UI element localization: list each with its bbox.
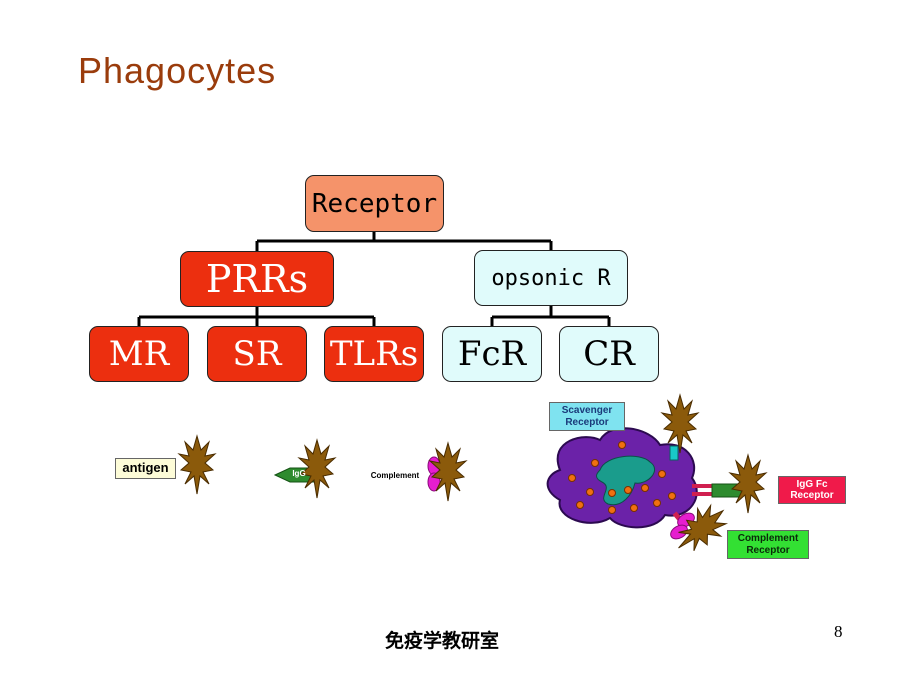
granule-dots — [568, 441, 676, 514]
footer-text: 免疫学教研室 — [385, 630, 500, 652]
cr-node: CR — [559, 326, 659, 382]
tlrs-node: TLRs — [324, 326, 424, 382]
antigen-label: antigen — [115, 458, 176, 479]
igg-fc-receptor-label: IgG Fc Receptor — [778, 476, 846, 504]
complement-label: Complement — [370, 470, 420, 480]
opsonic-receptor-node: opsonic R — [474, 250, 628, 306]
slide-title: Phagocytes — [78, 50, 277, 91]
receptor-node: Receptor — [305, 175, 444, 232]
complement-receptor-label: Complement Receptor — [727, 530, 809, 559]
mr-node: MR — [89, 326, 189, 382]
antigen-icon — [178, 435, 216, 495]
fcr-node: FcR — [442, 326, 542, 382]
page-number: 8 — [834, 622, 843, 641]
sr-node: SR — [207, 326, 307, 382]
scavenger-receptor-label: Scavenger Receptor — [549, 402, 625, 431]
igg-label: IgG — [292, 469, 306, 479]
prrs-node: PRRs — [180, 251, 334, 307]
